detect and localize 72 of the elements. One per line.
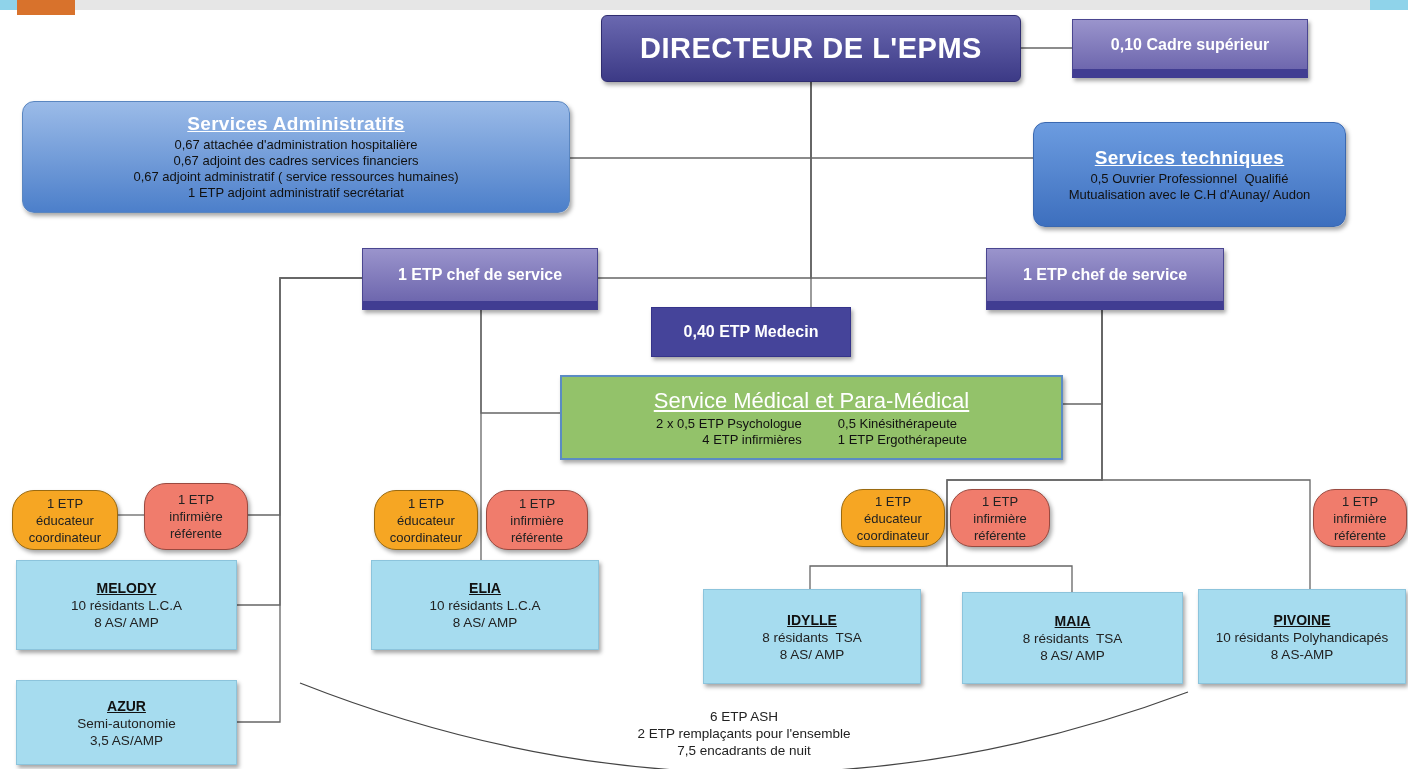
unit-name: AZUR — [107, 696, 146, 715]
title-text: DIRECTEUR DE L'EPMS — [640, 32, 982, 65]
connector-line — [236, 277, 363, 723]
staff-badge — [841, 489, 945, 547]
staff-badge — [950, 489, 1050, 547]
note-text: 7,5 encadrants de nuit — [676, 742, 812, 759]
position-title: 1 ETP chef de service — [397, 266, 563, 284]
service-heading: Service Médical et Para-Médical — [653, 387, 970, 414]
position-box — [651, 307, 851, 357]
service-heading: Services Administratifs — [187, 113, 405, 135]
unit-name: MELODY — [96, 579, 157, 597]
unit-detail: 8 AS-AMP — [1270, 645, 1334, 663]
unit-name: IDYLLE — [787, 610, 837, 629]
unit-detail: 8 AS/ AMP — [1040, 647, 1105, 664]
staff-text: 1 ETP infirmière référente — [509, 494, 565, 546]
unit-box — [962, 592, 1183, 684]
position-title: 0,40 ETP Medecin — [683, 323, 819, 341]
unit-box — [1198, 589, 1406, 684]
staff-line: 1 ETP Ergothérapeute — [837, 431, 967, 448]
unit-detail: 10 résidants Polyhandicapés — [1215, 628, 1389, 646]
unit-detail: 8 AS/ AMP — [779, 645, 845, 663]
unit-name: PIVOINE — [1273, 610, 1331, 629]
staff-badge — [486, 490, 588, 550]
connector-line — [810, 81, 812, 308]
unit-box — [371, 560, 599, 650]
staff-text: 1 ETP éducateur coordinateur — [388, 494, 464, 546]
unit-detail: 8 AS/ AMP — [94, 614, 159, 631]
note-text: 6 ETP ASH — [708, 708, 779, 725]
staff-badge — [12, 490, 118, 550]
unit-box — [16, 560, 237, 650]
position-box — [362, 248, 598, 310]
staff-line: 0,5 Kinésithérapeute — [837, 415, 959, 432]
position-box — [1072, 19, 1308, 78]
connector-line — [117, 514, 145, 516]
connector-line — [1020, 47, 1073, 49]
unit-detail: 3,5 AS/AMP — [90, 731, 163, 749]
unit-detail: 8 résidants TSA — [1022, 630, 1123, 647]
note-text: 2 ETP remplaçants pour l'ensemble — [636, 725, 852, 742]
position-title: 1 ETP chef de service — [1022, 266, 1188, 284]
staff-badge — [1313, 489, 1407, 547]
staff-line: 0,67 attachée d'administration hospitalière — [173, 137, 419, 153]
director-box — [601, 15, 1021, 82]
staff-badge — [374, 490, 478, 550]
unit-detail: Semi-autonomie — [77, 714, 176, 732]
service-box — [22, 101, 570, 213]
staff-text: 1 ETP éducateur coordinateur — [855, 492, 931, 544]
staff-line: 4 ETP infirmières — [701, 431, 802, 448]
position-title: 0,10 Cadre supérieur — [1110, 35, 1270, 54]
service-box — [560, 375, 1063, 460]
service-box — [1033, 122, 1346, 227]
unit-name: MAIA — [1054, 612, 1091, 630]
unit-detail: 10 résidants L.C.A — [429, 597, 541, 614]
unit-detail: 10 résidants L.C.A — [70, 597, 183, 614]
unit-name: ELIA — [469, 579, 501, 597]
connector-line — [480, 309, 561, 414]
unit-box — [703, 589, 921, 684]
staff-badge — [144, 483, 248, 550]
staff-text: 1 ETP éducateur coordinateur — [27, 494, 103, 546]
staff-line: 2 x 0,5 ETP Psychologue — [656, 415, 802, 432]
staff-text: 1 ETP infirmière référente — [972, 492, 1028, 544]
unit-detail: 8 résidants TSA — [762, 628, 862, 646]
staff-text: 1 ETP infirmière référente — [168, 491, 224, 542]
staff-text: 1 ETP infirmière référente — [1332, 492, 1388, 544]
staff-line: 0,67 adjoint administratif ( service ressources humaines) — [132, 169, 460, 185]
service-heading: Services techniques — [1094, 146, 1285, 169]
staff-line: Mutualisation avec le C.H d'Aunay/ Audon — [1067, 186, 1312, 203]
unit-detail: 8 AS/ AMP — [452, 614, 518, 631]
staff-line: 0,67 adjoint des cadres services financiers — [172, 153, 420, 169]
staff-line: 0,5 Ouvrier Professionnel Qualifié — [1089, 170, 1290, 187]
staff-line: 1 ETP adjoint administratif secrétariat — [187, 185, 405, 201]
position-box — [986, 248, 1224, 310]
unit-box — [16, 680, 237, 765]
